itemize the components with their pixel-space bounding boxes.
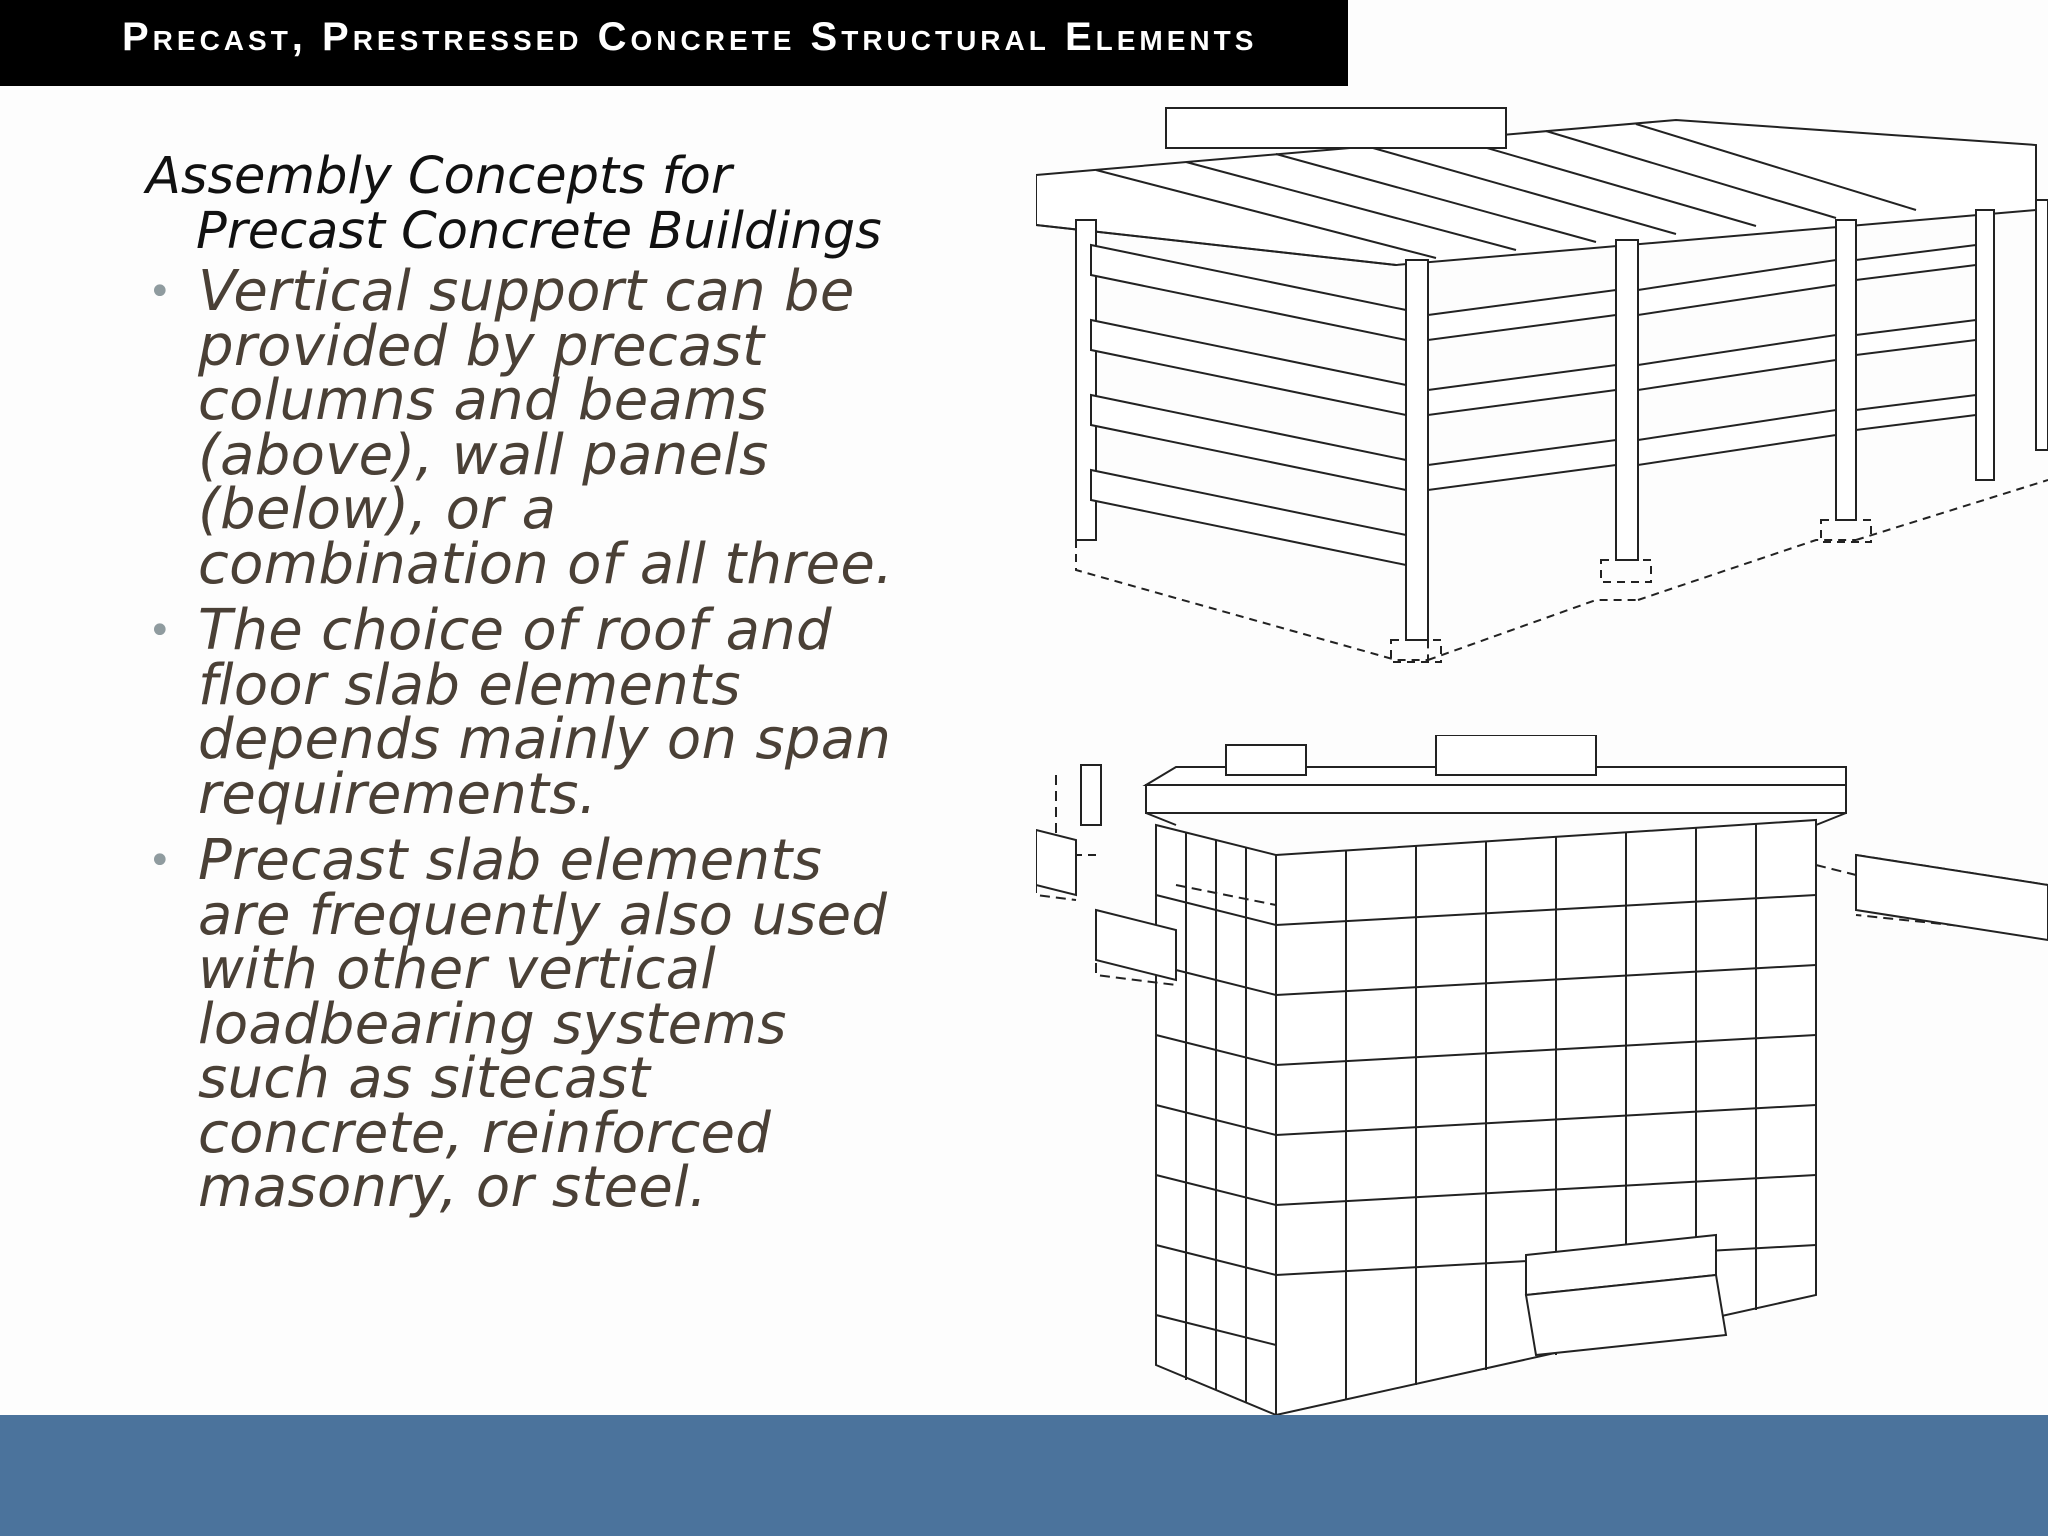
building-roof: [1142, 735, 1847, 826]
bullet-text: Vertical support can be provided by prec…: [198, 259, 894, 597]
bullet-marker: •: [148, 838, 172, 884]
slide-heading: Assembly Concepts for Precast Concrete B…: [146, 147, 882, 261]
frame-beams-and-floors: [1090, 243, 1977, 567]
precast-column-beam-frame-drawing: [1036, 107, 2048, 663]
building-left-facade: [1155, 823, 1277, 1415]
frame-footings: [1075, 479, 2048, 663]
title-bar: Precast, Prestressed Concrete Structural…: [0, 0, 1348, 86]
bullet-text: The choice of roof and floor slab elemen…: [198, 598, 892, 827]
bullet-item: • Vertical support can be provided by pr…: [146, 264, 906, 592]
building-front-facade: [1275, 818, 1817, 1415]
text-column: Assembly Concepts for Precast Concrete B…: [146, 147, 906, 1228]
bullet-list: • Vertical support can be provided by pr…: [146, 264, 906, 1216]
frame-columns: [1075, 199, 2048, 641]
bullet-item: • Precast slab elements are frequently a…: [146, 833, 906, 1216]
precast-wall-panel-building-drawing: [1036, 735, 2048, 1415]
bullet-item: • The choice of roof and floor slab elem…: [146, 603, 906, 822]
bullet-marker: •: [148, 608, 172, 654]
slide-title: Precast, Prestressed Concrete Structural…: [122, 15, 1258, 59]
frame-roof-slabs: [1036, 107, 2037, 267]
bullet-marker: •: [148, 269, 172, 315]
footer-band: [0, 1415, 2048, 1536]
exploded-panel-solids: [1036, 764, 2048, 982]
bullet-text: Precast slab elements are frequently als…: [198, 828, 888, 1220]
